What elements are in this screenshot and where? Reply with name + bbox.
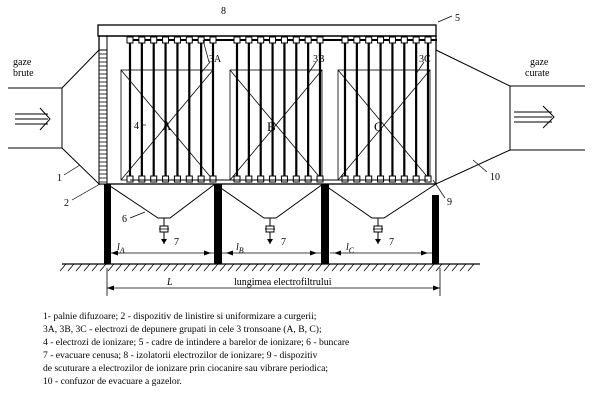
ionizing-electrodes (126, 36, 432, 183)
ash-discharges (159, 218, 383, 244)
inlet-diffuser-funnel (61, 48, 100, 186)
length-label-C: lC (346, 242, 355, 255)
legend-line: 4 - electrozi de ionizare; 5 - cadre de … (43, 337, 350, 348)
length-label-A: lA (117, 242, 125, 255)
callout-leaders (63, 15, 488, 219)
outlet-confuser (435, 49, 511, 185)
section-dimension-lines (106, 252, 441, 296)
legend-line: 1- palnie difuzoare; 2 - dispozitiv de l… (43, 311, 317, 322)
legend-line: 7 - evacuare cenusa; 8 - izolatorii elec… (43, 350, 318, 361)
outlet-label-curate: curate (525, 68, 550, 79)
outlet-duct (510, 85, 585, 151)
outlet-flow-arrow (514, 105, 555, 129)
callout-7c: 7 (389, 237, 394, 248)
callout-6: 6 (122, 214, 127, 225)
callout-10: 10 (490, 172, 500, 183)
callout-3C: 3C (419, 54, 431, 65)
inlet-label-gaze: gaze (13, 57, 32, 68)
inlet-duct (8, 87, 63, 149)
outlet-label-gaze: gaze (530, 57, 549, 68)
section-letter-A: A (162, 118, 172, 133)
total-length-symbol: L (166, 277, 173, 288)
dimension-arrowheads (107, 250, 440, 291)
section-letter-C: C (374, 119, 383, 134)
length-label-B: lB (236, 242, 244, 255)
callout-5: 5 (455, 13, 460, 24)
callout-8: 8 (221, 6, 226, 17)
legend-line: de scuturare a electrozilor de ionizare … (43, 363, 328, 374)
flow-straightener (98, 49, 108, 185)
callout-1: 1 (57, 173, 62, 184)
hoppers (106, 183, 437, 219)
ground-hatching (59, 263, 475, 272)
callout-3B: 3B (313, 54, 325, 65)
callout-4: 4 (134, 121, 139, 132)
hopper-B (214, 183, 324, 219)
callout-2: 2 (64, 198, 69, 209)
support-legs (104, 184, 439, 264)
legend-line: 10 - confuzor de evacuare a gazelor. (43, 376, 182, 387)
inlet-label-brute: brute (13, 68, 34, 79)
filter-casing (98, 35, 437, 185)
legend-line: 3A, 3B, 3C - electrozi de depunere grupa… (43, 324, 322, 335)
top-frame-plate (97, 24, 437, 37)
section-letter-B: B (267, 119, 276, 134)
hopper-C (322, 183, 437, 219)
inlet-flow-arrow (15, 107, 51, 131)
electrofilter-diagram: gaze brute gaze curate A B C 1 2 3A 3B 3… (8, 6, 585, 296)
legend: 1- palnie difuzoare; 2 - dispozitiv de l… (43, 310, 563, 388)
callout-3A: 3A (209, 54, 222, 65)
total-length-label: lungimea electrofiltrului (234, 277, 332, 288)
callout-7b: 7 (281, 237, 286, 248)
hopper-A (106, 183, 216, 219)
callout-7a: 7 (174, 237, 179, 248)
callout-9: 9 (447, 197, 452, 208)
